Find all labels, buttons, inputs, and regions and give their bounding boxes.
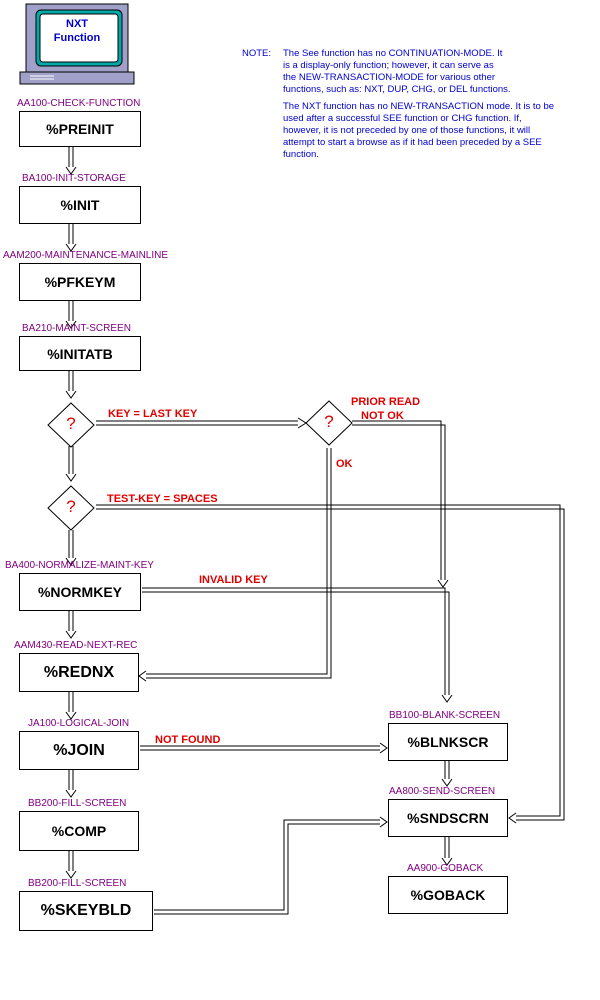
- decision-prior-read: ?: [324, 412, 334, 431]
- note-label: NOTE:: [242, 48, 272, 59]
- monitor-icon: [19, 3, 135, 85]
- decision-test-key: ?: [66, 497, 76, 516]
- note-paragraph-1: The See function has no CONTINUATION-MOD…: [283, 48, 511, 95]
- condition-not-found: NOT FOUND: [155, 734, 221, 746]
- box-sndscrn: %SNDSCRN: [388, 799, 508, 837]
- box-goback: %GOBACK: [388, 876, 508, 914]
- box-comp: %COMP: [19, 811, 139, 851]
- condition-not-ok: NOT OK: [361, 410, 404, 422]
- box-initatb: %INITATB: [19, 336, 141, 371]
- box-normkey: %NORMKEY: [19, 573, 141, 611]
- box-skeybld: %SKEYBLD: [19, 891, 153, 931]
- label-normalize-maint-key: BA400-NORMALIZE-MAINT-KEY: [5, 560, 154, 571]
- connector-lines: [65, 147, 565, 915]
- condition-key-last-key: KEY = LAST KEY: [108, 408, 198, 420]
- note-body: The See function has no CONTINUATION-MOD…: [283, 48, 595, 161]
- box-pfkeym: %PFKEYM: [19, 263, 141, 301]
- box-preinit: %PREINIT: [19, 111, 141, 147]
- label-fill-screen-comp: BB200-FILL-SCREEN: [28, 798, 127, 809]
- label-fill-screen-skeybld: BB200-FILL-SCREEN: [28, 878, 127, 889]
- label-send-screen: AA800-SEND-SCREEN: [389, 786, 496, 797]
- box-blnkscr: %BLNKSCR: [388, 723, 508, 761]
- monitor-caption: NXT Function: [53, 18, 101, 44]
- decision-last-key: ?: [66, 414, 76, 433]
- label-logical-join: JA100-LOGICAL-JOIN: [28, 718, 130, 729]
- label-maintenance-mainline: AAM200-MAINTENANCE-MAINLINE: [3, 250, 169, 261]
- condition-ok: OK: [336, 458, 353, 470]
- label-check-function: AA100-CHECK-FUNCTION: [17, 98, 141, 109]
- box-join: %JOIN: [19, 731, 139, 770]
- label-blank-screen: BB100-BLANK-SCREEN: [389, 710, 501, 721]
- condition-invalid-key: INVALID KEY: [199, 574, 268, 586]
- box-rednx: %REDNX: [19, 653, 139, 692]
- decision-diamonds: [47, 400, 353, 531]
- label-init-storage: BA100-INIT-STORAGE: [22, 173, 126, 184]
- label-goback: AA900-GOBACK: [407, 863, 484, 874]
- box-init: %INIT: [19, 186, 141, 224]
- note-paragraph-2: The NXT function has no NEW-TRANSACTION …: [283, 101, 555, 160]
- condition-test-key-spaces: TEST-KEY = SPACES: [107, 493, 218, 505]
- label-maint-screen: BA210-MAINT-SCREEN: [22, 323, 131, 334]
- condition-prior-read: PRIOR READ: [351, 396, 421, 408]
- label-read-next-rec: AAM430-READ-NEXT-REC: [14, 640, 138, 651]
